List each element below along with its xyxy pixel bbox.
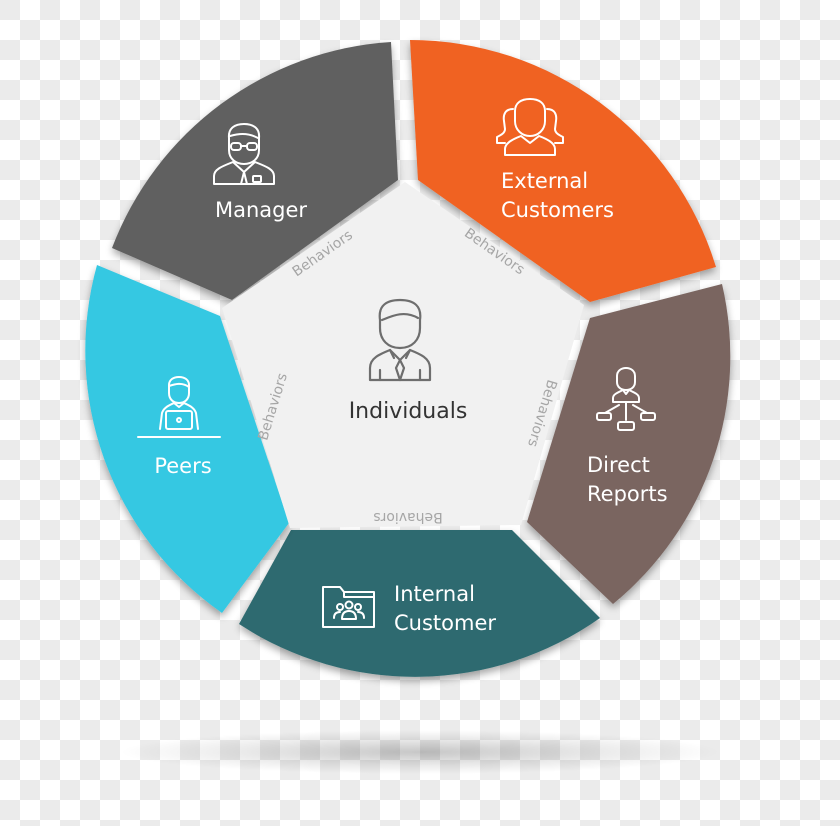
segment-internal-customer-shape	[239, 530, 600, 677]
segment-manager[interactable]	[112, 42, 398, 300]
segment-manager-shape	[112, 42, 398, 300]
person-tie-icon	[368, 298, 432, 382]
segment-peers-label: Peers	[154, 454, 211, 478]
segment-internal-label-line2: Customer	[394, 611, 496, 635]
segment-peers-shape	[85, 265, 290, 613]
folder-people-icon	[322, 586, 375, 628]
segment-direct-reports[interactable]	[527, 284, 731, 604]
segment-external-label-line1: External	[501, 169, 588, 193]
center-label: Individuals	[349, 399, 468, 424]
segment-peers[interactable]	[85, 265, 290, 613]
segment-manager-label: Manager	[215, 198, 307, 222]
center-pentagon[interactable]	[222, 182, 584, 528]
floor-shadow	[120, 730, 720, 774]
segment-direct-reports-shape	[527, 284, 731, 604]
customer-group-icon	[496, 98, 564, 156]
segment-external-customers-shape	[410, 40, 716, 302]
person-laptop-icon	[137, 376, 221, 438]
segment-internal-label-line1: Internal	[394, 582, 475, 606]
manager-glasses-icon	[213, 123, 275, 185]
segment-internal-customer[interactable]	[239, 530, 600, 677]
segment-direct-reports-label-line2: Reports	[587, 482, 668, 506]
org-hierarchy-icon	[596, 367, 656, 431]
segment-external-label-line2: Customers	[501, 198, 614, 222]
segment-external-customers[interactable]	[410, 40, 716, 302]
segment-direct-reports-label-line1: Direct	[587, 453, 650, 477]
behaviors-label-internal: Behaviors	[373, 509, 442, 525]
